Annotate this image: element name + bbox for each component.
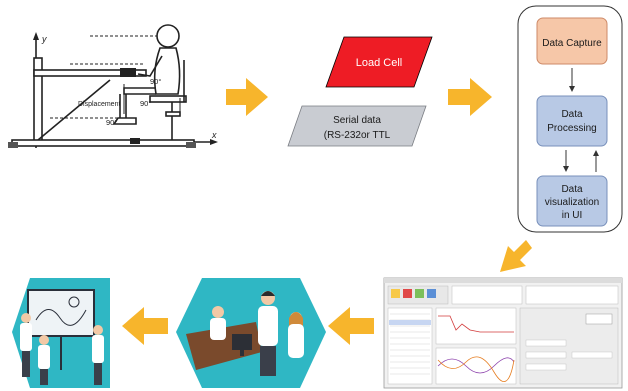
displacement-label: Displacement — [78, 101, 120, 108]
ui-right-field-4 — [571, 351, 613, 359]
frame-diagonal — [37, 79, 111, 141]
frame-foot-left — [8, 142, 18, 148]
ui-settings-group — [451, 285, 523, 305]
ui-plot-bottom — [435, 347, 517, 385]
analysis-person-3-body — [288, 324, 304, 358]
person-thigh — [123, 87, 156, 95]
presenter-3-head — [93, 325, 103, 335]
presentation-illustration — [12, 278, 110, 388]
y-axis-arrowhead — [33, 32, 39, 40]
data-capture-box — [536, 17, 608, 65]
load-cell-shape — [325, 36, 433, 88]
arrowhead-visualization-to-processing — [593, 150, 599, 156]
chair-seat — [149, 95, 187, 103]
data-visualization-line1: Data — [561, 184, 583, 195]
presenter-3-body — [92, 335, 104, 363]
frame-foot-right — [186, 142, 196, 148]
rig-load-cell-block — [120, 68, 136, 77]
ui-selected-row — [389, 320, 431, 325]
analysis-person-2-legs — [260, 346, 276, 376]
ui-toolbar-btn-1 — [391, 289, 400, 298]
analysis-person-3-hair — [289, 312, 303, 326]
ui-plot-bottom-trace-2 — [437, 356, 515, 382]
analysis-person-2-hair — [261, 291, 275, 296]
arrow-ui-to-analysis — [328, 307, 374, 345]
arrowhead-processing-to-visualization — [563, 166, 569, 172]
analysis-monitor-stand — [240, 350, 244, 356]
arrow-rig-to-loadcell — [226, 78, 268, 116]
presenter-1-head — [21, 313, 31, 323]
presentation-board-sketch — [35, 309, 87, 326]
y-axis-label: y — [41, 34, 47, 44]
analysis-illustration — [176, 278, 326, 388]
presenter-1-body — [20, 323, 32, 351]
presenter-2-legs — [40, 369, 48, 385]
arrowhead-capture-to-processing — [569, 86, 575, 92]
serial-data-line2: (RS-232or TTL — [324, 130, 391, 141]
person-arm — [137, 55, 163, 77]
ui-right-field-1 — [525, 339, 567, 347]
experimental-rig — [8, 24, 218, 148]
ui-right-button — [585, 313, 613, 325]
foot-sensor — [130, 138, 140, 144]
ui-toolbar-btn-3 — [415, 289, 424, 298]
data-processing-box — [536, 95, 608, 147]
ui-plot-bottom-trace-1 — [437, 357, 515, 374]
arrow-pipeline-to-ui — [500, 240, 532, 272]
presenter-2-head — [39, 335, 49, 345]
frame-top-bar — [33, 69, 147, 77]
load-cell-label: Load Cell — [356, 57, 402, 69]
chair-cushion — [165, 111, 181, 117]
person-head — [156, 24, 180, 48]
presenter-3-legs — [94, 363, 102, 385]
frame-base — [11, 139, 195, 147]
data-processing-line2: Processing — [547, 123, 596, 134]
arrow-analysis-to-presentation — [122, 307, 168, 345]
angle-label-ankle: 90° — [106, 118, 117, 127]
arrow-serial-to-pipeline — [448, 78, 492, 116]
data-visualization-line3: in UI — [562, 210, 583, 221]
ui-toolbar-btn-2 — [403, 289, 412, 298]
serial-data-line1: Serial data — [333, 115, 381, 126]
ui-settings-group-2 — [525, 285, 619, 305]
data-capture-label: Data Capture — [542, 38, 602, 49]
angle-label-knee-mid: 90° — [140, 99, 151, 108]
analysis-person-1-head — [212, 306, 224, 318]
person-torso — [153, 47, 181, 95]
serial-data-shape — [287, 105, 427, 147]
presentation-board — [27, 289, 95, 337]
person-foot — [112, 117, 137, 125]
person-shin — [119, 94, 127, 118]
ui-file-list — [387, 307, 433, 385]
data-visualization-line2: visualization — [545, 197, 599, 208]
data-visualization-box — [536, 175, 608, 227]
ui-screenshot-thumbnail — [383, 277, 623, 389]
presentation-board-circle — [68, 296, 80, 308]
x-axis-label: x — [211, 130, 217, 140]
analysis-person-2-body — [258, 306, 278, 346]
ui-right-field-2 — [525, 351, 567, 359]
presenter-1-legs — [22, 351, 30, 377]
analysis-monitor — [232, 334, 252, 350]
analysis-person-1-body — [210, 318, 226, 340]
ui-titlebar — [384, 278, 622, 283]
ui-plot-top — [435, 307, 517, 345]
angle-label-knee-top: 90° — [150, 77, 161, 86]
data-processing-line1: Data — [561, 109, 583, 120]
ui-toolbar-btn-4 — [427, 289, 436, 298]
ui-plot-top-trace — [438, 315, 514, 333]
x-axis-arrowhead — [210, 139, 218, 145]
ui-right-field-3 — [525, 363, 567, 371]
presenter-2-body — [38, 345, 50, 369]
